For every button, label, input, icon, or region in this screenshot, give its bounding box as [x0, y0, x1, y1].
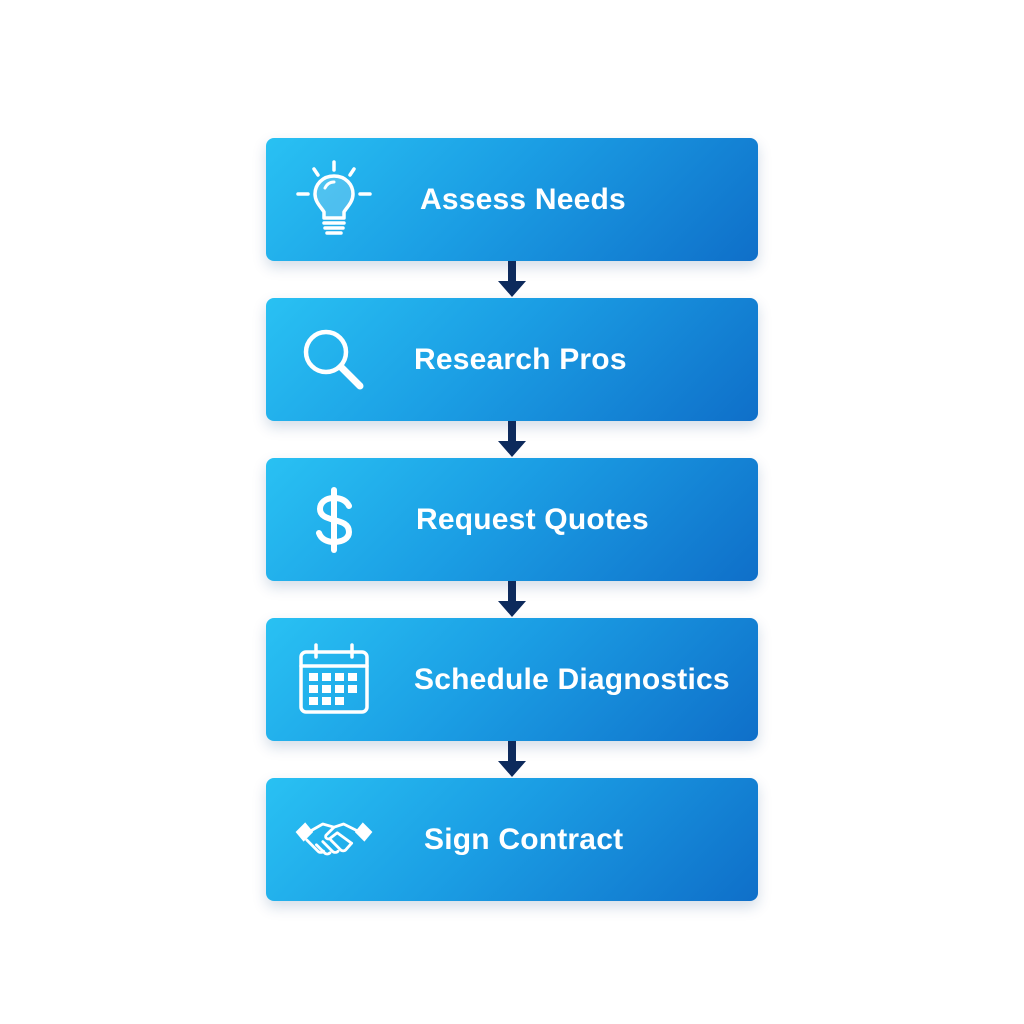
arrow-connector [266, 741, 758, 778]
step-research-pros: Research Pros [266, 298, 758, 421]
step-request-quotes: Request Quotes [266, 458, 758, 581]
arrow-connector [266, 261, 758, 298]
step-sign-contract: Sign Contract [266, 778, 758, 901]
process-flowchart: Assess Needs Research Pros [266, 138, 758, 901]
handshake-icon [294, 800, 374, 880]
step-label: Research Pros [414, 343, 627, 376]
dollar-icon [294, 480, 374, 560]
step-label: Sign Contract [424, 823, 624, 856]
step-schedule-diagnostics: Schedule Diagnostics [266, 618, 758, 741]
step-label: Request Quotes [416, 503, 649, 536]
step-assess-needs: Assess Needs [266, 138, 758, 261]
down-arrow-icon [498, 261, 526, 297]
down-arrow-icon [498, 741, 526, 777]
magnifier-icon [294, 320, 374, 400]
down-arrow-icon [498, 581, 526, 617]
step-label: Schedule Diagnostics [414, 663, 730, 696]
lightbulb-icon [294, 160, 374, 240]
arrow-connector [266, 421, 758, 458]
step-label: Assess Needs [420, 183, 626, 216]
arrow-connector [266, 581, 758, 618]
calendar-icon [294, 640, 374, 720]
down-arrow-icon [498, 421, 526, 457]
